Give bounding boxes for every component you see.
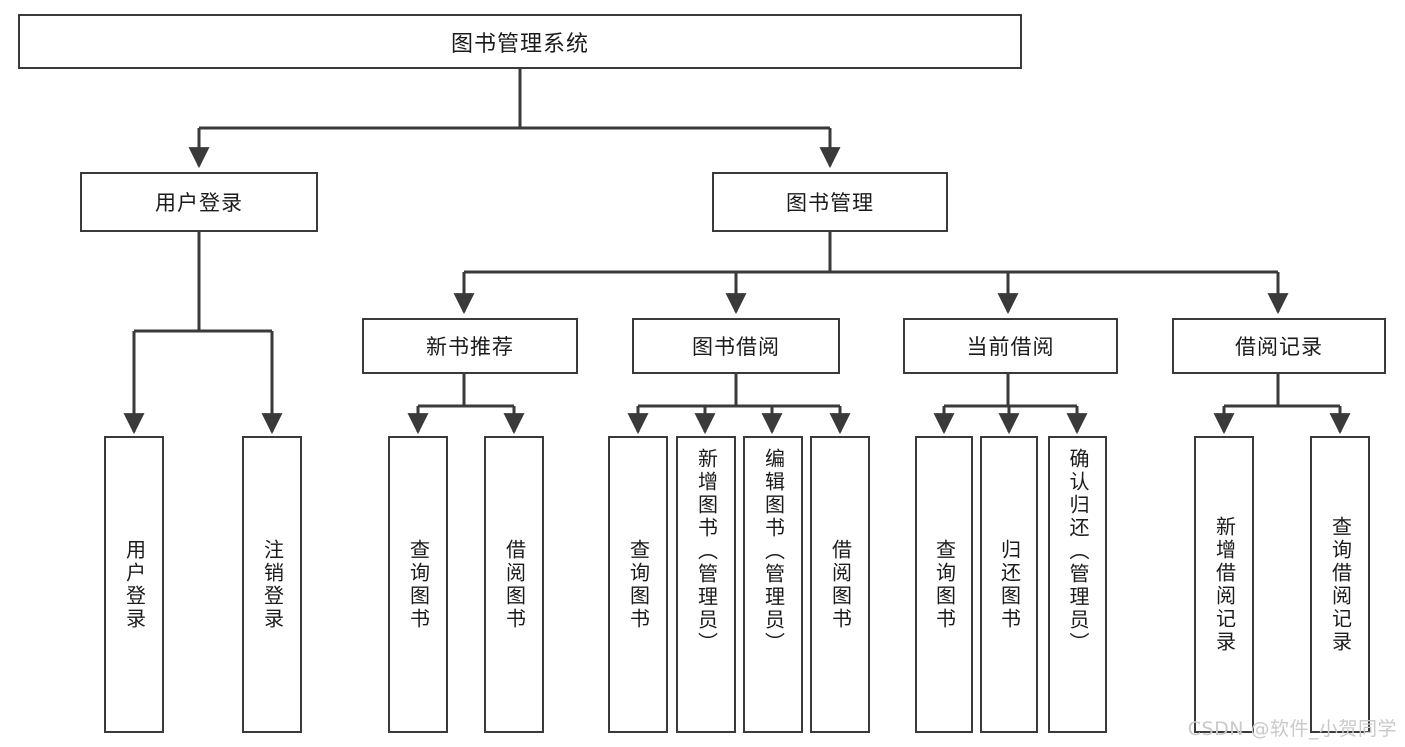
- node-label: 用户登录: [155, 191, 243, 215]
- node-label: 查询图书: [932, 538, 957, 631]
- node-label: 借阅图书: [502, 538, 527, 631]
- node-label: 查询借阅记录: [1328, 515, 1353, 654]
- leaf-query-book-borrow[interactable]: 查询图书: [608, 436, 668, 733]
- node-current-borrow[interactable]: 当前借阅: [903, 318, 1118, 374]
- node-new-book-recommend[interactable]: 新书推荐: [362, 318, 578, 374]
- leaf-logout[interactable]: 注销登录: [242, 436, 302, 733]
- leaf-query-borrow-record[interactable]: 查询借阅记录: [1310, 436, 1370, 733]
- node-label: 查询图书: [626, 538, 651, 631]
- leaf-query-book-new[interactable]: 查询图书: [388, 436, 448, 733]
- node-borrow-record[interactable]: 借阅记录: [1172, 318, 1386, 374]
- node-book-borrow[interactable]: 图书借阅: [632, 318, 840, 374]
- node-label: 借阅记录: [1235, 335, 1323, 359]
- leaf-borrow-book[interactable]: 借阅图书: [810, 436, 870, 733]
- node-label: 借阅图书: [828, 538, 853, 631]
- leaf-return-book[interactable]: 归还图书: [980, 436, 1038, 733]
- leaf-add-book-admin[interactable]: 新增图书（管理员）: [676, 436, 736, 733]
- leaf-edit-book-admin[interactable]: 编辑图书（管理员）: [743, 436, 803, 733]
- node-book-management[interactable]: 图书管理: [712, 172, 948, 232]
- node-label: 图书管理系统: [450, 31, 589, 57]
- node-label: 查询图书: [406, 538, 431, 631]
- leaf-add-borrow-record[interactable]: 新增借阅记录: [1194, 436, 1254, 733]
- node-label: 确认归还（管理员）: [1066, 448, 1090, 655]
- node-label: 新增图书（管理员）: [694, 448, 719, 655]
- node-label: 编辑图书（管理员）: [761, 448, 786, 655]
- node-user-login[interactable]: 用户登录: [80, 172, 318, 232]
- leaf-query-book-current[interactable]: 查询图书: [915, 436, 973, 733]
- node-label: 图书借阅: [692, 335, 780, 359]
- node-root-book-management-system[interactable]: 图书管理系统: [18, 14, 1022, 69]
- node-label: 当前借阅: [966, 335, 1055, 359]
- node-label: 新增借阅记录: [1212, 515, 1237, 654]
- node-label: 归还图书: [997, 538, 1022, 631]
- leaf-borrow-book-new[interactable]: 借阅图书: [484, 436, 544, 733]
- csdn-watermark: CSDN @软件_小贺同学: [1187, 718, 1397, 740]
- node-label: 图书管理: [786, 191, 874, 215]
- leaf-user-login[interactable]: 用户登录: [104, 436, 164, 733]
- leaf-confirm-return-admin[interactable]: 确认归还（管理员）: [1048, 436, 1107, 733]
- node-label: 注销登录: [260, 538, 285, 631]
- node-label: 用户登录: [122, 538, 147, 631]
- node-label: 新书推荐: [426, 335, 514, 359]
